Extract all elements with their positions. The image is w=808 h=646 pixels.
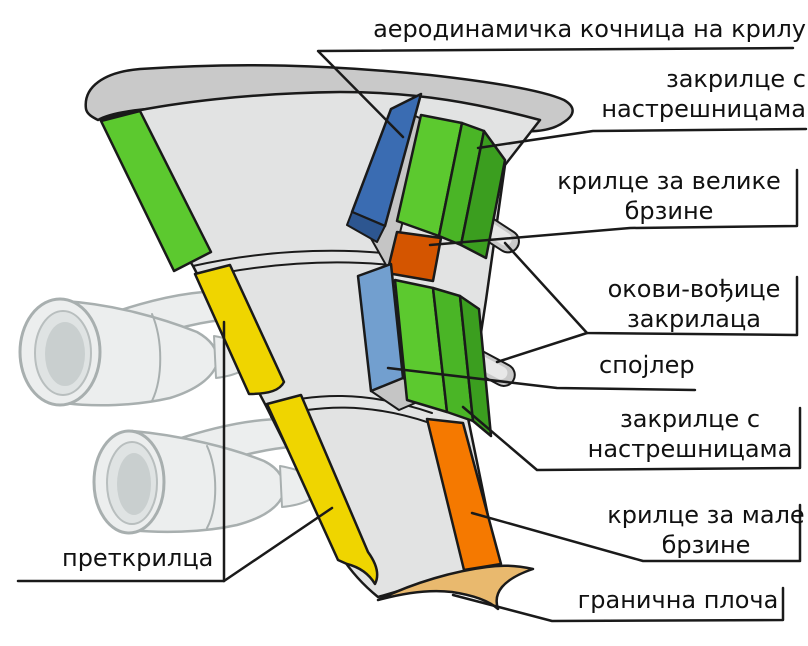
engine-2-ring [206, 445, 217, 529]
callout-lines [16, 46, 808, 623]
label-slats: преткрилца [62, 544, 214, 572]
engine-2 [92, 417, 321, 535]
label-flap-track-fairings: окови-вођице закрилаца [607, 275, 781, 333]
callout-slats-2 [222, 506, 334, 583]
engine-2-intake-core [117, 453, 151, 515]
aileron-low-speed [425, 417, 503, 572]
callout-spoiler [386, 366, 697, 392]
callout-plate [451, 586, 785, 623]
callout-airbrake [316, 46, 795, 139]
spoiler-panel [356, 262, 405, 393]
aileron-high-speed [385, 230, 443, 283]
callout-flap-tracks-2 [495, 331, 589, 364]
callout-flap-top [476, 127, 808, 150]
engine-1-intake-core [45, 322, 85, 386]
engine-1-ring [151, 313, 162, 402]
callout-flap-mid [461, 405, 802, 472]
callout-aileron-low [470, 503, 802, 563]
engine-1 [18, 289, 255, 407]
flap-mid-segment-3 [458, 294, 493, 438]
slat-inboard-green [99, 109, 213, 273]
slat-yellow-2 [265, 393, 379, 586]
label-flap-with-vanes-top: закрилце с настрешницама [601, 65, 806, 123]
label-flap-with-vanes-mid: закрилце с настрешницама [587, 405, 793, 463]
label-airbrake: аеродинамичка кочница на крилу [373, 15, 806, 43]
label-low-speed-aileron: крилце за мале брзине [607, 501, 805, 559]
airbrake-panel-side [346, 211, 386, 243]
callout-aileron-high [428, 168, 799, 247]
label-spoiler: спојлер [599, 351, 695, 379]
callout-flap-tracks [503, 241, 799, 337]
label-boundary-plate: гранична плоча [577, 586, 779, 614]
boundary-plate [376, 564, 535, 611]
slat-yellow-1 [193, 263, 286, 396]
label-high-speed-aileron: крилце за велике брзине [557, 167, 781, 225]
flap-top-segment-3 [459, 129, 507, 260]
